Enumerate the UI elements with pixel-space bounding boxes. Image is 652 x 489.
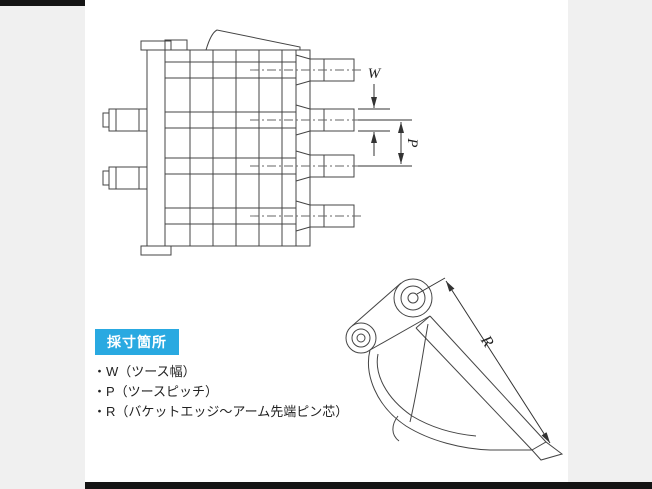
bucket-front-view-diagram: W P [102,29,420,256]
mount-bracket [102,39,188,256]
bucket-side-view-diagram: R [345,277,564,461]
bottom-edge-bar [85,482,652,489]
legend-item-p: ・P（ツースピッチ） [93,384,219,399]
legend-item-w: ・W（ツース幅） [93,364,196,379]
bucket-body [164,29,311,247]
bucket-teeth [250,54,406,232]
dimension-w: W [358,66,390,156]
dim-r-label: R [476,332,496,350]
dim-p-label: P [404,137,420,147]
arm-pin-bosses [345,278,433,354]
measurement-points-label: 採寸箇所 [95,329,179,355]
dimension-p: P [358,119,420,167]
legend-item-r: ・R（バケットエッジ〜アーム先端ピン芯） [93,404,349,419]
dim-w-label: W [368,66,382,82]
dimension-r: R [416,277,551,444]
content-panel: W P 採寸箇所 ・W（ツース幅） ・P（ツースピッチ） ・R（バケットエッジ〜… [85,0,568,489]
bucket-shell [368,315,564,461]
dimension-legend: ・W（ツース幅） ・P（ツースピッチ） ・R（バケットエッジ〜アーム先端ピン芯） [93,362,348,422]
